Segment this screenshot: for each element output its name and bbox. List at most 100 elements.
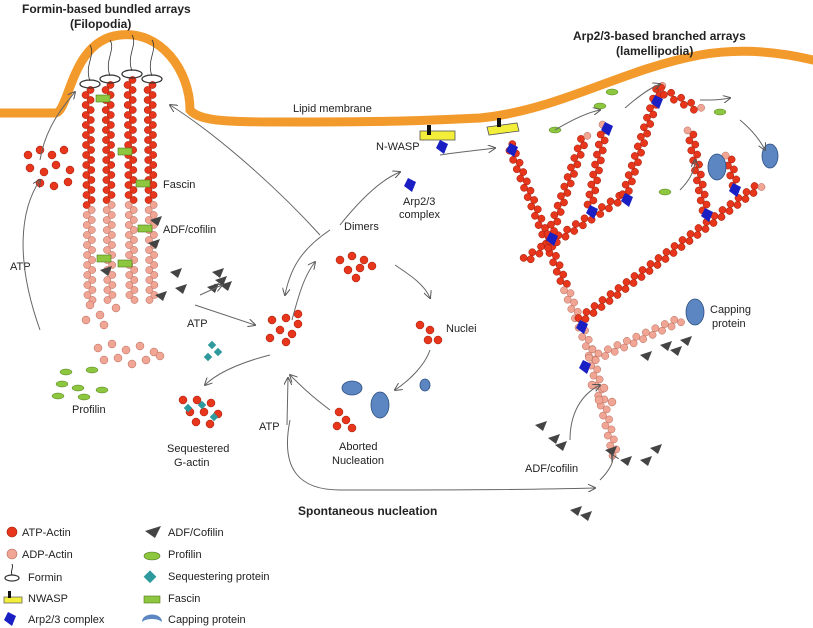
atp-actin-monomer [670,95,678,104]
adp-actin-monomer [125,271,134,279]
adp-actin-monomer [124,221,133,229]
cofilin-shape [535,421,547,431]
atp-actin-monomer [654,254,663,262]
atp-actin-monomer [509,156,517,164]
adp-actin-monomer [125,291,134,299]
legend-left-3: NWASP [28,593,68,605]
profilin-molecule [51,392,65,400]
adp-actin-monomer [610,435,618,444]
atp-actin-monomer [637,133,645,141]
atp-actin-monomer [591,186,600,195]
adp-actin-monomer [130,226,138,234]
atp-actin-monomer [87,186,96,194]
legend-arp23-icon [4,612,16,626]
profilin-molecule [85,366,99,374]
cofilin-shape [155,291,167,301]
adp-actin-monomer [88,246,96,254]
atp-actin-monomer [613,198,622,207]
atp-actin-monomer [281,313,291,323]
adp-actin-monomer [567,305,576,313]
subtitle-filopodia: (Filopodia) [70,17,131,31]
atp-actin-monomer [341,415,351,425]
adp-actin-monomer [589,371,598,380]
atp-actin-monomer [596,130,605,139]
adp-actin-monomer [150,231,158,239]
atp-actin-monomer [82,131,90,139]
adp-actin-monomer [149,201,158,209]
atp-actin-monomer [589,170,598,179]
atp-actin-monomer [86,96,95,104]
atp-actin-monomer [519,254,528,262]
atp-actin-monomer [102,166,111,174]
atp-actin-monomer [630,272,639,280]
atp-actin-monomer [528,248,537,257]
sequestering-protein [207,340,217,350]
atp-actin-monomer [523,177,531,186]
legend-right-2: Sequestering protein [168,571,270,583]
legend-right-0: ADF/Cofilin [168,527,224,539]
atp-actin-monomer [571,220,580,228]
atp-actin-monomer [634,158,642,167]
adp-actin-monomer [108,241,116,249]
atp-actin-monomer [102,196,111,204]
atp-actin-monomer [148,111,157,119]
atp-actin-monomer [638,266,647,274]
adp-actin-monomer [111,303,121,313]
atp-actin-monomer [101,116,110,124]
atp-actin-monomer [696,196,705,205]
atp-actin-monomer [646,120,655,128]
atp-actin-monomer [129,116,137,124]
atp-actin-monomer [106,111,115,119]
atp-actin-monomer [433,335,443,345]
atp-actin-monomer [649,110,658,119]
adp-actin-monomer [87,216,96,224]
atp-actin-monomer [553,201,562,210]
adp-actin-monomer [578,333,587,341]
adp-actin-monomer [145,286,154,294]
adp-actin-monomer [103,286,112,294]
legend-left-0: ATP-Actin [22,527,71,539]
atp-actin-monomer [631,167,639,176]
atp-actin-monomer [725,207,734,215]
atp-actin-monomer [733,201,742,209]
atp-actin-monomer [598,146,607,155]
atp-actin-monomer [680,100,688,109]
nwasp-complex [419,118,520,154]
adp-actin-monomer [83,231,91,239]
atp-actin-monomer [600,136,609,145]
atp-actin-monomer [102,126,110,134]
label-fascin: Fascin [163,179,195,191]
adp-actin-monomer [150,251,158,259]
atp-actin-monomer [149,141,157,149]
adp-actin-monomer [582,342,590,351]
adp-actin-monomer [121,345,131,355]
atp-actin-monomer [87,176,96,184]
atp-actin-monomer [49,181,59,191]
atp-actin-monomer [549,258,557,267]
atp-actin-monomer [526,255,535,264]
adp-actin-monomer [570,298,578,307]
fascin-crosslink [117,259,133,268]
atp-actin-monomer [643,113,651,122]
adp-actin-monomer [599,411,607,420]
atp-actin-monomer [347,251,357,261]
adp-actin-monomer [607,397,617,407]
cofilin-shape [100,266,112,276]
atp-actin-monomer [191,417,201,427]
adp-actin-monomer [102,206,111,214]
atp-actin-monomer [178,395,188,405]
atp-actin-monomer [594,140,603,149]
atp-actin-monomer [689,130,698,139]
atp-actin-monomer [628,177,636,186]
adp-actin-monomer [594,395,604,405]
atp-actin-monomer [637,273,646,281]
atp-actin-monomer [107,121,115,129]
arp23-branch-point [579,360,591,374]
cofilin-shape [548,434,560,444]
adp-actin-monomer [85,300,95,310]
adp-actin-monomer [658,326,666,335]
adp-actin-monomer [591,356,600,365]
formin-tether [107,39,113,77]
adp-actin-monomer [129,206,138,214]
atp-actin-monomer [351,273,361,283]
